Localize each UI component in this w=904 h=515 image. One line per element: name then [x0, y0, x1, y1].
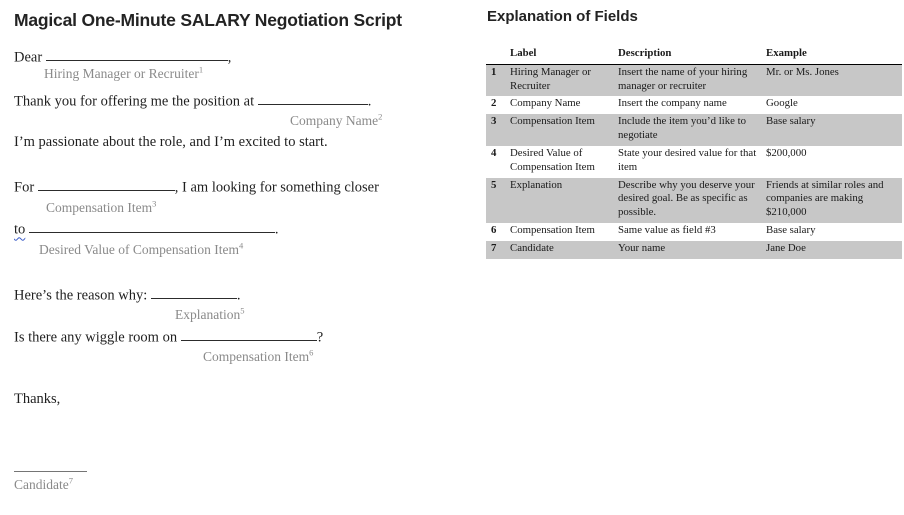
fields-table: Label Description Example 1 Hiring Manage… [486, 46, 902, 259]
field-label-text: Desired Value of Compensation Item [39, 242, 239, 257]
field-label-compensation-item-3: Compensation Item3 [46, 198, 157, 216]
cell-description: State your desired value for that item [618, 146, 757, 173]
table-row: 6 Compensation Item Same value as field #3… [486, 223, 902, 241]
row-number: 7 [491, 241, 497, 254]
dear-prefix: Dear [14, 49, 43, 66]
table-row: 5 Explanation Describe why you deserve you… [486, 177, 902, 223]
field-label-text: Hiring Manager or Recruiter [44, 66, 199, 81]
to-word-spellcheck: to [14, 221, 26, 238]
signature-line [14, 471, 87, 472]
blank-company-name[interactable] [257, 92, 368, 106]
table-row: 1 Hiring Manager or Recruiter Insert the n… [486, 64, 902, 97]
field-label-desired-value: Desired Value of Compensation Item4 [39, 240, 244, 258]
field-label-text: Compensation Item [203, 349, 310, 364]
field-label-company-name: Company Name2 [290, 111, 383, 129]
blank-explanation[interactable] [150, 286, 237, 300]
field-superscript: 2 [378, 111, 383, 122]
blank-compensation-item-6[interactable] [180, 328, 317, 342]
row-number: 1 [491, 65, 497, 78]
cell-description: Insert the name of your hiring manager o… [618, 65, 748, 92]
table-header-row: Label Description Example [486, 46, 902, 65]
row-number: 5 [491, 178, 497, 191]
table-row: 3 Compensation Item Include the item you’d… [486, 114, 902, 146]
for-prefix: For [14, 179, 35, 196]
cell-label: Candidate [510, 241, 554, 254]
field-label-candidate: Candidate7 [14, 475, 73, 493]
header-cell-number [486, 46, 508, 64]
cell-description: Same value as field #3 [618, 223, 716, 236]
field-superscript: 4 [238, 240, 244, 251]
cell-label: Compensation Item [510, 223, 595, 236]
cell-example: Google [766, 97, 798, 110]
field-superscript: 6 [309, 347, 314, 358]
header-cell-label: Label [510, 47, 537, 59]
passionate-line: I’m passionate about the role, and I’m e… [14, 134, 328, 150]
field-label-text: Explanation [175, 307, 241, 322]
field-label-hiring-manager: Hiring Manager or Recruiter1 [44, 64, 204, 82]
field-superscript: 7 [68, 475, 73, 486]
reason-suffix: . [236, 287, 241, 304]
table-row: 7 Candidate Your name Jane Doe [486, 240, 902, 259]
header-cell-example: Example [766, 47, 807, 59]
field-label-text: Company Name [290, 113, 379, 128]
blank-desired-value[interactable] [28, 220, 275, 234]
cell-example: Friends at similar roles and companies a… [766, 178, 884, 219]
row-number: 6 [491, 223, 497, 236]
page-title: Magical One-Minute SALARY Negotiation Sc… [14, 10, 402, 30]
field-label-text: Compensation Item [46, 200, 153, 215]
blank-compensation-item[interactable] [37, 178, 175, 192]
field-label-explanation: Explanation5 [175, 305, 245, 323]
field-superscript: 1 [198, 64, 204, 75]
reason-prefix: Here’s the reason why: [14, 287, 148, 304]
row-number: 2 [491, 97, 497, 110]
cell-description: Your name [618, 241, 666, 254]
row-number: 3 [491, 115, 497, 128]
dear-suffix: , [227, 49, 232, 66]
row-number: 4 [491, 146, 497, 159]
field-label-compensation-item-6: Compensation Item6 [203, 347, 314, 365]
for-line: For , I am looking for something closer [14, 178, 379, 196]
cell-description: Describe why you deserve your desired go… [618, 178, 755, 219]
field-superscript: 5 [240, 305, 245, 316]
table-row: 4 Desired Value of Compensation Item State… [486, 146, 902, 178]
blank-hiring-manager[interactable] [45, 48, 228, 62]
cell-label: Explanation [510, 178, 563, 191]
for-suffix: , I am looking for something closer [174, 179, 379, 196]
cell-example: Base salary [766, 223, 816, 236]
explanation-heading: Explanation of Fields [487, 8, 638, 25]
cell-example: Mr. or Ms. Jones [766, 65, 839, 78]
fields-table-body: 1 Hiring Manager or Recruiter Insert the n… [486, 64, 902, 259]
field-label-text: Candidate [14, 477, 69, 492]
cell-description: Insert the company name [618, 97, 727, 110]
wiggle-line: Is there any wiggle room on ? [14, 328, 323, 346]
header-cell-description: Description [618, 47, 672, 59]
field-superscript: 3 [152, 198, 157, 209]
table-row: 2 Company Name Insert the company name Goog… [486, 96, 902, 114]
cell-label: Desired Value of Compensation Item [510, 146, 595, 173]
thanks-line: Thanks, [14, 391, 61, 407]
cell-example: Base salary [766, 115, 816, 128]
wiggle-suffix: ? [316, 329, 324, 346]
cell-description: Include the item you’d like to negotiate [618, 115, 747, 142]
reason-line: Here’s the reason why: . [14, 286, 241, 304]
thank-prefix: Thank you for offering me the position a… [14, 93, 255, 110]
cell-label: Compensation Item [510, 115, 595, 128]
cell-example: $200,000 [766, 146, 807, 159]
cell-label: Hiring Manager or Recruiter [510, 65, 591, 92]
thank-suffix: . [367, 93, 372, 110]
thank-you-line: Thank you for offering me the position a… [14, 92, 371, 110]
to-suffix: . [274, 221, 279, 238]
to-line: to . [14, 220, 279, 238]
dear-line: Dear , [14, 48, 231, 66]
cell-example: Jane Doe [766, 241, 806, 254]
wiggle-prefix: Is there any wiggle room on [14, 329, 178, 346]
cell-label: Company Name [510, 97, 581, 110]
